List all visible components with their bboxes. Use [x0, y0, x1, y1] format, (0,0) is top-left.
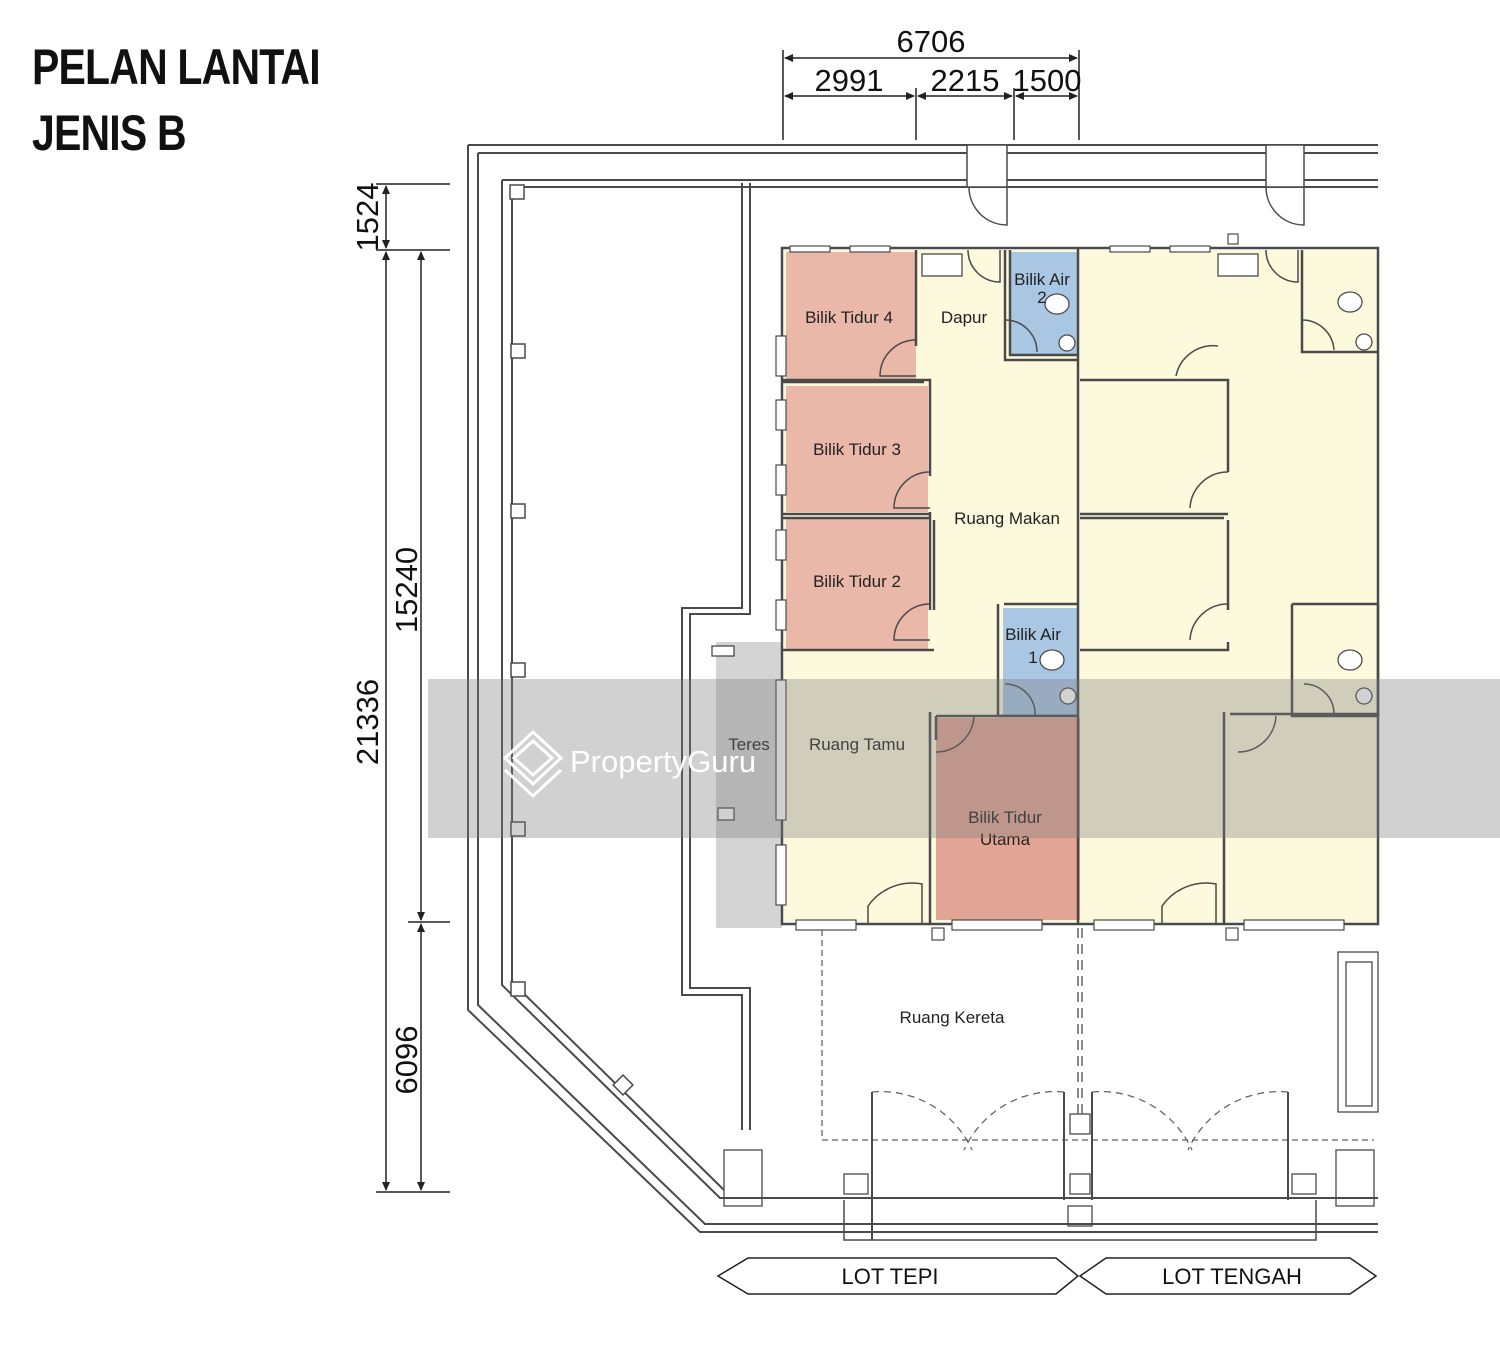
dim-total-depth: 21336	[350, 679, 385, 765]
label-kitchen: Dapur	[941, 308, 988, 327]
room-labels: Bilik Tidur 4 Dapur Bilik Air 2 Bilik Ti…	[728, 270, 1070, 1027]
watermark-text: PropertyGuru	[570, 744, 756, 779]
label-bedroom-4: Bilik Tidur 4	[805, 308, 893, 327]
lot-tags	[716, 1257, 1378, 1295]
watermark: PropertyGuru	[428, 679, 1500, 838]
dim-front-setback: 1524	[350, 183, 385, 252]
plan-title-line-2: JENIS B	[32, 105, 187, 161]
watermark-logo-icon	[502, 729, 564, 799]
lot-tag-corner	[716, 1257, 1080, 1295]
label-terrace: Teres	[728, 735, 770, 754]
label-bathroom-2-number: 2	[1037, 288, 1046, 307]
dim-width-3: 1500	[1013, 63, 1082, 98]
label-bathroom-1: Bilik Air	[1005, 625, 1061, 644]
bedroom-2-area	[786, 518, 928, 650]
windows	[775, 233, 1345, 941]
width-dimensions	[782, 50, 1080, 140]
door-swings	[867, 249, 1335, 924]
label-dining: Ruang Makan	[954, 509, 1060, 528]
car-porch	[723, 928, 1379, 1241]
label-car-porch: Ruang Kereta	[900, 1008, 1005, 1027]
fence-posts	[509, 184, 634, 1096]
dim-total-width: 6706	[897, 24, 966, 59]
pedestrian-gates	[966, 144, 1305, 226]
fixtures	[711, 253, 1373, 821]
lot-intermediate-label: LOT TENGAH	[1162, 1264, 1302, 1289]
side-garden-wall	[681, 183, 743, 1130]
dim-width-1: 2991	[815, 63, 884, 98]
label-living: Ruang Tamu	[809, 735, 905, 754]
label-bedroom-2: Bilik Tidur 2	[813, 572, 901, 591]
terrace-area	[716, 642, 782, 928]
bedroom-4-area	[786, 252, 916, 380]
lot-tag-intermediate	[1078, 1257, 1378, 1295]
dim-house-depth: 15240	[389, 547, 424, 633]
label-master-bedroom-2: Utama	[980, 830, 1031, 849]
plan-title-line-1: PELAN LANTAI	[32, 39, 321, 95]
dim-width-2: 2215	[931, 63, 1000, 98]
label-bathroom-2: Bilik Air	[1014, 270, 1070, 289]
label-bedroom-3: Bilik Tidur 3	[813, 440, 901, 459]
interior-walls	[780, 246, 1380, 926]
master-bedroom-area	[936, 718, 1080, 920]
depth-dimensions	[376, 183, 450, 1193]
label-master-bedroom: Bilik Tidur	[968, 808, 1042, 827]
lot-corner-label: LOT TEPI	[841, 1264, 938, 1289]
label-bathroom-1-number: 1	[1028, 648, 1037, 667]
bedroom-3-area	[786, 386, 928, 512]
dim-car-porch-depth: 6096	[389, 1026, 424, 1095]
